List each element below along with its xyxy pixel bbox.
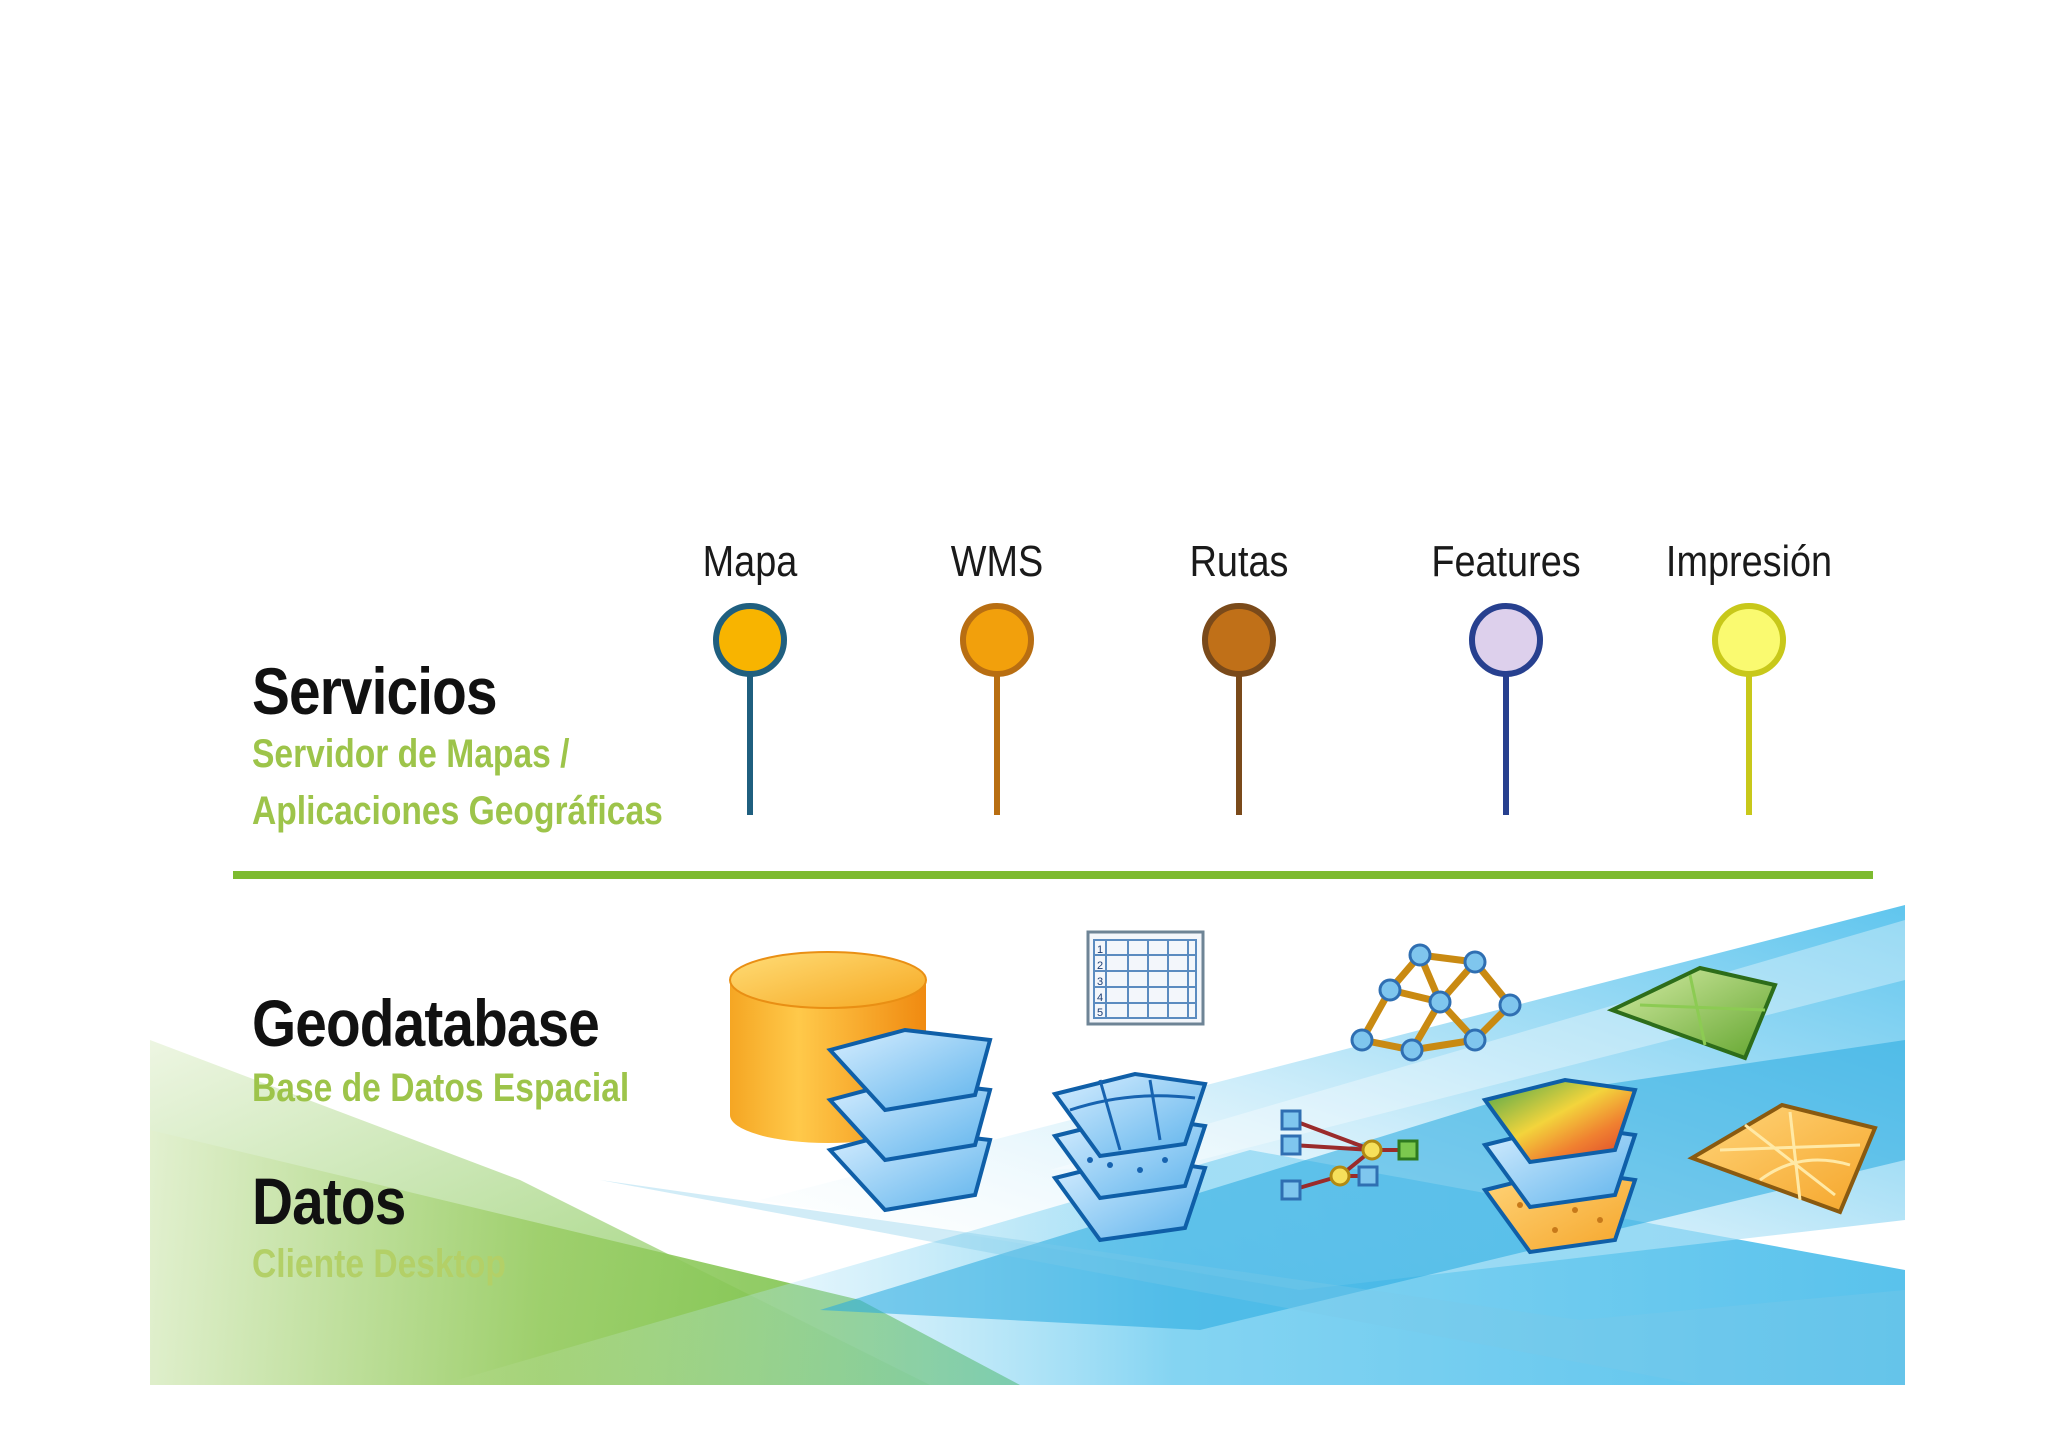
servicios-subtitle-line1: Servidor de Mapas / bbox=[252, 732, 570, 776]
service-label-mapa: Mapa bbox=[702, 537, 798, 586]
table-row-number: 4 bbox=[1097, 992, 1103, 1004]
datos-title: Datos bbox=[252, 1164, 406, 1238]
layers-icon bbox=[826, 1027, 993, 1213]
service-pin-head bbox=[1202, 603, 1276, 677]
servicios-title: Servicios bbox=[252, 654, 498, 728]
background-swoosh bbox=[150, 905, 1905, 1385]
service-pin-head bbox=[1712, 603, 1786, 677]
geodatabase-title: Geodatabase bbox=[252, 986, 600, 1060]
service-pin-head bbox=[960, 603, 1034, 677]
service-pin-head bbox=[713, 603, 787, 677]
service-pin-head bbox=[1469, 603, 1543, 677]
service-pins bbox=[713, 603, 1786, 815]
service-label-wms: WMS bbox=[950, 537, 1044, 586]
service-label-features: Features bbox=[1431, 537, 1581, 586]
service-label-impresion: Impresión bbox=[1665, 537, 1833, 586]
network-nodes bbox=[1350, 943, 1522, 1062]
geodatabase-subtitle: Base de Datos Espacial bbox=[252, 1066, 630, 1110]
table-row-number: 3 bbox=[1097, 976, 1103, 988]
topology-icon bbox=[1280, 1109, 1419, 1201]
service-label-rutas: Rutas bbox=[1189, 537, 1289, 586]
section-divider bbox=[233, 871, 1873, 879]
datos-subtitle: Cliente Desktop bbox=[252, 1242, 506, 1286]
street-tile-icon bbox=[1687, 1102, 1878, 1215]
servicios-subtitle-line2: Aplicaciones Geográficas bbox=[252, 789, 663, 833]
raster-tile-icon bbox=[1606, 965, 1778, 1061]
table-icon: 1 2 3 4 5 bbox=[1086, 930, 1205, 1026]
table-row-number: 2 bbox=[1097, 960, 1103, 972]
street-layers-icon bbox=[1051, 1071, 1208, 1243]
terrain-layers-icon bbox=[1481, 1077, 1638, 1255]
table-row-number: 1 bbox=[1097, 944, 1103, 956]
table-row-number: 5 bbox=[1097, 1007, 1103, 1019]
